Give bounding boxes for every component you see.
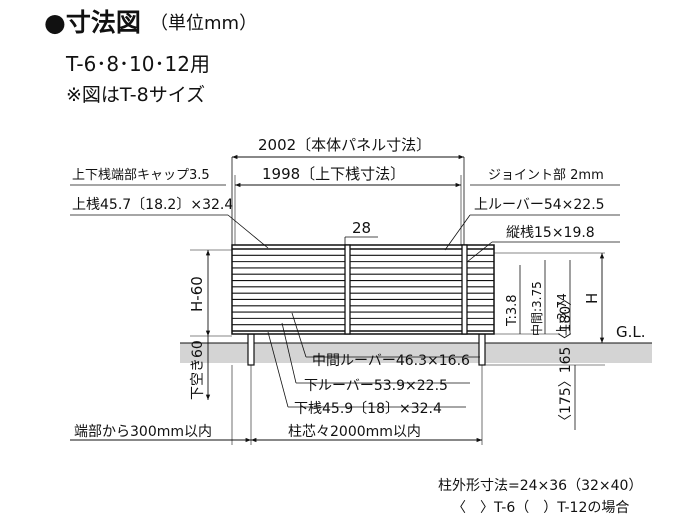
label-cap: 上下桟端部キャップ3.5: [72, 168, 210, 183]
leader-mid-louver: [291, 312, 307, 358]
label-mid-louver: 中間ルーバー46.3×16.6: [312, 353, 470, 369]
label-top-rail: 上桟45.7〔18.2〕×32.4: [72, 197, 233, 213]
label-post-note: 〈 〉T-6（ ）T-12の場合: [452, 500, 629, 516]
label-joint: ジョイント部 2mm: [488, 168, 604, 183]
leader-bottom-rail: [267, 331, 289, 408]
label-post-size: 柱外形寸法=24×36（32×40）: [438, 478, 642, 494]
label-gap-28: 28: [352, 219, 371, 237]
label-t38: T:3.8: [505, 294, 520, 327]
label-top-louver: 上ルーバー54×22.5: [474, 197, 605, 213]
vertical-stile-center: [344, 244, 351, 335]
models-label: T-6･8･10･12用: [66, 52, 210, 76]
label-rail-width: 1998〔上下桟寸法〕: [262, 165, 405, 183]
label-top374: 上:3.74: [555, 293, 569, 336]
label-end-dist: 端部から300mm以内: [74, 424, 212, 440]
note-label: ※図はT-8サイズ: [66, 84, 206, 106]
leader-post-diag: [466, 241, 493, 263]
post-right: [478, 333, 486, 366]
ground-band: [232, 343, 652, 363]
ground-band-left: [180, 343, 232, 363]
label-embed: 〈175〉165〈180〉: [558, 292, 574, 428]
label-mid375: 中間:3.75: [529, 281, 544, 336]
label-bottom-rail: 下桟45.9〔18〕×32.4: [294, 401, 442, 417]
label-gl: G.L.: [616, 323, 646, 341]
label-post: 縦桟15×19.8: [506, 225, 595, 241]
label-bottom-louver: 下ルーバー53.9×22.5: [304, 378, 448, 394]
post-left: [247, 333, 255, 366]
label-h60: H-60: [188, 276, 206, 312]
label-post-pitch: 柱芯々2000mm以内: [288, 424, 421, 440]
vertical-stile-right: [461, 244, 468, 335]
panel-frame: [231, 244, 495, 335]
page-title: ●寸法図: [44, 8, 141, 37]
louver-group: [232, 248, 494, 332]
unit-label: （単位mm）: [150, 13, 258, 34]
leader-top-rail-diag: [227, 214, 269, 249]
leader-bottom-louver: [281, 322, 297, 384]
label-h: H: [583, 293, 601, 304]
leader-top-louver-diag: [444, 214, 471, 251]
label-bottom-gap: 下空き60: [190, 340, 206, 400]
label-panel-width: 2002〔本体パネル寸法〕: [258, 136, 431, 154]
